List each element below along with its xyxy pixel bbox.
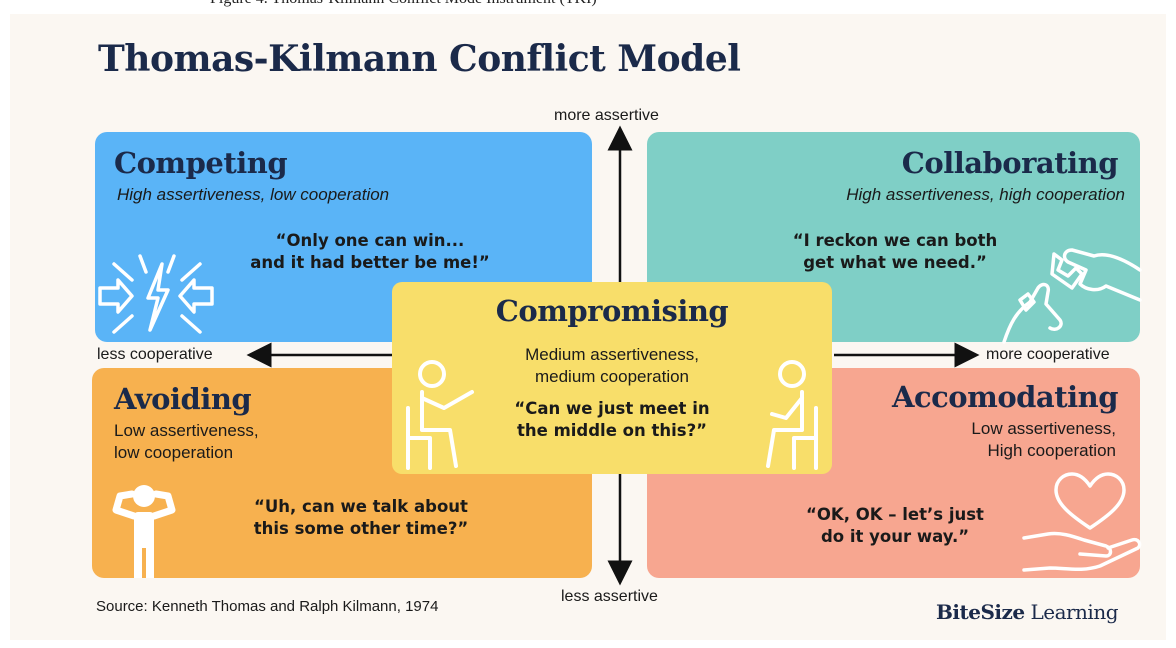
collaborating-quote: “I reckon we can both get what we need.” xyxy=(792,231,998,272)
covering-ears-person-icon xyxy=(112,485,176,578)
compromising-title: Compromising xyxy=(495,294,729,328)
axis-label-left: less cooperative xyxy=(97,346,213,363)
box-compromising xyxy=(392,282,832,474)
competing-title: Competing xyxy=(114,146,288,180)
avoiding-quote: “Uh, can we talk about this some other t… xyxy=(253,497,469,538)
axis-label-top: more assertive xyxy=(554,107,659,124)
avoiding-subtitle: Low assertiveness, low cooperation xyxy=(114,421,259,462)
page-title: Thomas-Kilmann Conflict Model xyxy=(98,38,741,80)
axis-label-right: more cooperative xyxy=(986,346,1110,363)
heart-in-hand-icon xyxy=(1022,472,1142,572)
competing-subtitle: High assertiveness, low cooperation xyxy=(117,185,390,204)
axis-label-bottom: less assertive xyxy=(561,588,658,605)
cut-off-caption: Figure 4. Thomas-Kilmann Conflict Mode I… xyxy=(0,0,1176,10)
avoiding-title: Avoiding xyxy=(114,382,252,416)
collaborating-title: Collaborating xyxy=(901,146,1119,180)
source-citation: Source: Kenneth Thomas and Ralph Kilmann… xyxy=(96,598,439,615)
accommodating-title: Accomodating xyxy=(891,380,1119,414)
accommodating-subtitle: Low assertiveness, High cooperation xyxy=(971,419,1116,460)
brand-logo: BiteSize Learning xyxy=(936,600,1119,624)
lightning-clash-icon xyxy=(98,254,214,334)
seated-person-left-icon xyxy=(406,360,474,470)
compromising-quote: “Can we just meet in the middle on this?… xyxy=(514,399,710,440)
competing-quote: “Only one can win... and it had better b… xyxy=(250,231,490,272)
accommodating-quote: “OK, OK – let’s just do it your way.” xyxy=(806,505,984,546)
collaborating-subtitle: High assertiveness, high cooperation xyxy=(846,185,1125,204)
puzzle-hands-icon xyxy=(1002,248,1142,344)
compromising-subtitle: Medium assertiveness, medium cooperation xyxy=(525,345,699,386)
seated-person-right-icon xyxy=(766,360,818,470)
